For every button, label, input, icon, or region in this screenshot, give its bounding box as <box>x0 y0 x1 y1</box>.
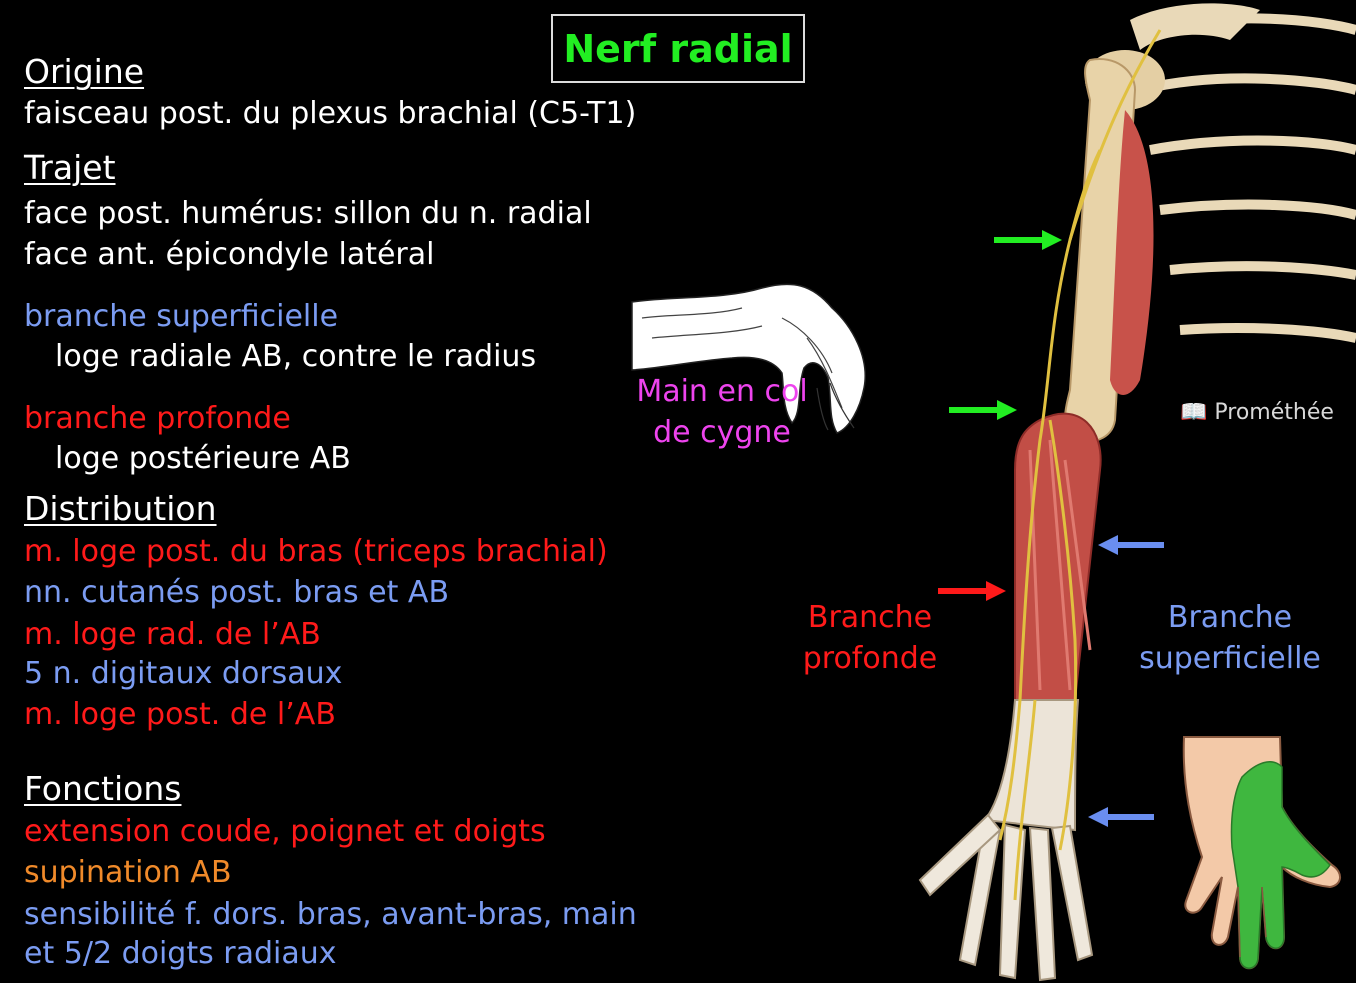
branche-superficielle-fig-label-1: Branche <box>1167 600 1293 635</box>
page-title: Nerf radial <box>563 26 793 71</box>
branche-profonde-label: branche profonde <box>24 401 291 436</box>
trajet-heading: Trajet <box>24 148 116 187</box>
arm-nerve-illustration <box>918 3 1356 982</box>
trajet-line-2: face ant. épicondyle latéral <box>24 237 435 272</box>
green-arrow-lower <box>949 400 1017 420</box>
branche-superficielle-label: branche superficielle <box>24 299 339 334</box>
distribution-item: nn. cutanés post. bras et AB <box>24 575 450 610</box>
distribution-item: m. loge post. de l’AB <box>24 697 336 732</box>
fonctions-heading: Fonctions <box>24 769 182 808</box>
blue-arrow-lower <box>1088 807 1154 827</box>
wrist-drop-caption-2: de cygne <box>653 415 791 450</box>
hand-sensory-map-illustration <box>1182 736 1341 970</box>
branche-profonde-fig-label-2: profonde <box>802 641 938 676</box>
distribution-item: m. loge rad. de l’AB <box>24 617 321 652</box>
credit: 📖 Prométhée <box>1180 400 1334 425</box>
distribution-item: m. loge post. du bras (triceps brachial) <box>24 534 608 569</box>
credit-text: Prométhée <box>1214 400 1334 425</box>
title-box: Nerf radial <box>551 14 805 83</box>
fonctions-item: sensibilité f. dors. bras, avant-bras, m… <box>24 897 637 932</box>
blue-arrow-upper <box>1098 535 1164 555</box>
fonctions-item: extension coude, poignet et doigts <box>24 814 546 849</box>
branche-superficielle-fig-label-2: superficielle <box>1139 641 1321 676</box>
branche-superficielle-detail: loge radiale AB, contre le radius <box>55 339 537 374</box>
trajet-line-1: face post. humérus: sillon du n. radial <box>24 196 592 231</box>
fonctions-item: supination AB <box>24 855 232 890</box>
book-icon: 📖 <box>1180 400 1208 425</box>
green-arrow-upper <box>994 230 1062 250</box>
branche-profonde-detail: loge postérieure AB <box>55 441 351 476</box>
distribution-item: 5 n. digitaux dorsaux <box>24 656 343 691</box>
distribution-heading: Distribution <box>24 489 217 528</box>
origine-heading: Origine <box>24 52 145 91</box>
wrist-drop-hand-illustration <box>631 283 866 434</box>
branche-profonde-fig-label-1: Branche <box>807 600 933 635</box>
fonctions-item: et 5/2 doigts radiaux <box>24 936 337 971</box>
wrist-drop-caption-1: Main en col <box>636 374 808 409</box>
origine-text: faisceau post. du plexus brachial (C5-T1… <box>24 96 637 131</box>
red-arrow <box>938 581 1006 601</box>
